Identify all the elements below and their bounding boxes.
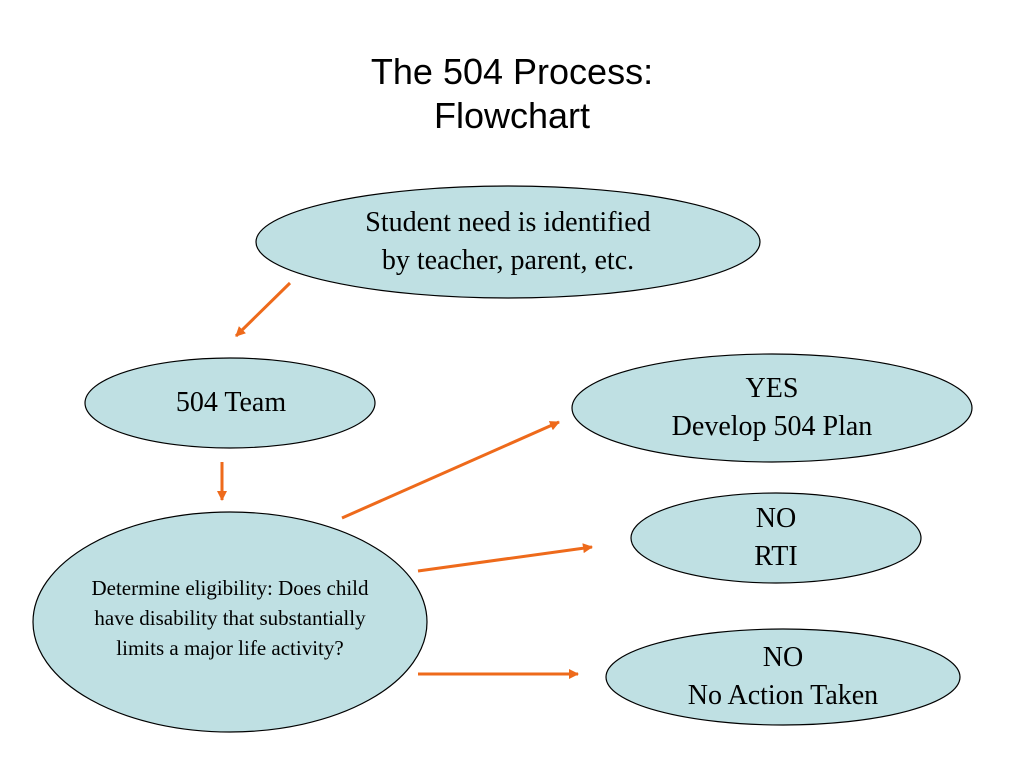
node-yes-line-2: Develop 504 Plan <box>671 411 873 442</box>
page-title: The 504 Process: Flowchart <box>0 50 1024 138</box>
node-no-action: NO No Action Taken <box>606 629 960 725</box>
node-no-rti-line-2: RTI <box>754 541 798 572</box>
node-team-label: 504 Team <box>175 387 287 418</box>
title-line-1: The 504 Process: <box>370 51 654 92</box>
arrow-eligibility-to-no-rti <box>417 543 593 573</box>
node-eligibility-line-1: Determine eligibility: Does child <box>91 576 369 600</box>
node-identify: Student need is identified by teacher, p… <box>258 186 758 298</box>
node-no-action-line-1: NO <box>762 642 804 673</box>
node-team: 504 Team <box>86 358 376 448</box>
node-yes-shape <box>571 353 973 463</box>
node-eligibility-line-3: limits a major life activity? <box>116 636 344 660</box>
node-no-action-line-2: No Action Taken <box>687 680 879 711</box>
node-yes: YES Develop 504 Plan <box>572 354 972 462</box>
node-eligibility-shape <box>32 511 428 733</box>
node-eligibility: Determine eligibility: Does child have d… <box>34 512 426 732</box>
node-yes-line-1: YES <box>745 373 799 404</box>
node-eligibility-line-2: have disability that substantially <box>94 606 366 630</box>
node-no-rti-shape <box>630 492 922 584</box>
node-no-rti-line-1: NO <box>755 503 797 534</box>
arrow-identify-to-team <box>234 281 292 338</box>
node-no-action-shape <box>605 628 961 726</box>
arrow-eligibility-to-yes <box>341 420 560 520</box>
node-team-shape <box>84 357 376 449</box>
node-identify-shape <box>255 185 761 299</box>
node-identify-line-1: Student need is identified <box>365 207 651 238</box>
node-no-rti: NO RTI <box>631 493 921 583</box>
node-identify-line-2: by teacher, parent, etc. <box>381 245 635 276</box>
title-line-2: Flowchart <box>433 95 591 136</box>
